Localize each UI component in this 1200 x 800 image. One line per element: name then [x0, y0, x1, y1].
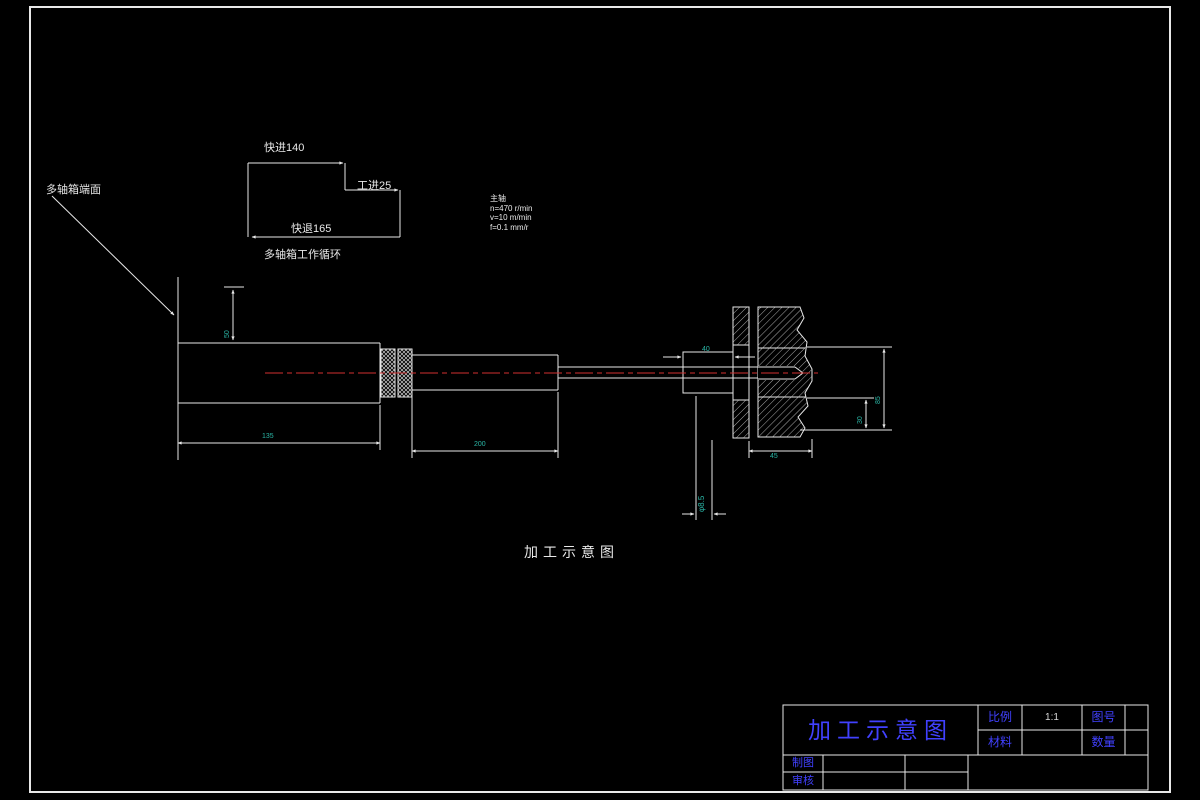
workpiece [757, 306, 813, 438]
dim-flange-height: 85 [875, 396, 882, 404]
drafter-label: 制图 [792, 757, 814, 769]
drawing-frame [29, 6, 1171, 793]
spindle-velocity: v=10 m/min [490, 213, 532, 222]
dim-hole-dia: φ8.5 [697, 495, 706, 512]
checker-label: 审核 [792, 775, 814, 787]
material-label: 材料 [987, 735, 1012, 749]
dimensions [177, 286, 892, 520]
scale-label: 比例 [987, 710, 1012, 724]
quantity-label: 数量 [1091, 735, 1116, 749]
dim-shaft-length: 200 [474, 441, 486, 448]
drilled-hole [758, 366, 804, 380]
title-block-title: 加工示意图 [808, 717, 953, 743]
cycle-diagram [247, 161, 401, 239]
dim-cylinder-length: 135 [262, 433, 274, 440]
spindle-title: 主轴 [490, 194, 506, 203]
work-feed-label: 工进25 [357, 180, 392, 192]
drawing-no-label: 图号 [1091, 710, 1116, 724]
jig-bushing [682, 306, 750, 439]
cycle-caption: 多轴箱工作循环 [264, 249, 341, 261]
dim-face-offset: 50 [224, 330, 231, 338]
dim-bushing-width: 40 [702, 346, 710, 353]
spindle-speed: n=470 r/min [490, 203, 533, 213]
dim-workpiece-width: 45 [770, 453, 778, 460]
dim-step-height: 30 [857, 416, 864, 424]
end-face-leader [51, 195, 175, 316]
scale-value: 1:1 [1045, 712, 1059, 723]
jig-plate-bar [732, 306, 750, 346]
title-block-grid [782, 704, 1149, 791]
spindle-parameters: 主轴 n=470 r/min v=10 m/min f=0.1 mm/r [490, 194, 532, 232]
rapid-return-label: 快退165 [291, 223, 332, 235]
jig-plate-bar [732, 399, 750, 439]
end-face-label: 多轴箱端面 [46, 184, 101, 196]
rapid-advance-label: 快进140 [264, 142, 305, 154]
drawing-caption: 加工示意图 [524, 544, 619, 560]
spindle-feed: f=0.1 mm/r [490, 222, 529, 232]
